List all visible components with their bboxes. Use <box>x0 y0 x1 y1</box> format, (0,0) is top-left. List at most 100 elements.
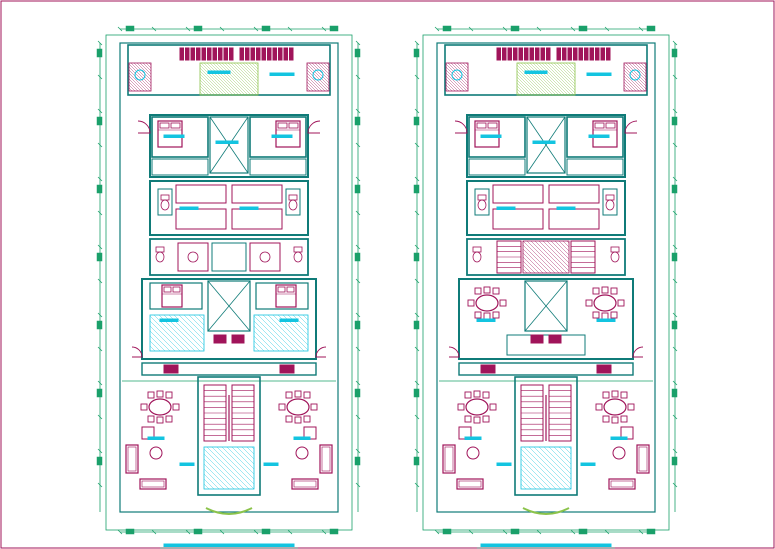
tile-hatch <box>199 70 225 96</box>
coffee-table <box>149 446 163 460</box>
dim-value <box>354 116 361 126</box>
planter-bar <box>606 47 611 61</box>
tile-hatch <box>326 62 330 66</box>
dim-tick <box>604 529 610 535</box>
tile-hatch <box>623 75 640 92</box>
dim-value <box>578 528 588 535</box>
tile-hatch <box>242 62 259 79</box>
dining-chair <box>620 391 628 399</box>
planter-bar <box>223 47 228 61</box>
tile-hatch <box>553 62 576 85</box>
dining-chair <box>147 415 155 423</box>
pillow <box>277 122 288 129</box>
dim-value <box>413 320 420 330</box>
tile-area <box>520 446 572 490</box>
dim-value <box>354 388 361 398</box>
tile-hatch <box>209 62 243 96</box>
tile-hatch <box>133 62 152 81</box>
tile-hatch <box>203 458 235 490</box>
dim-value <box>671 184 678 194</box>
tile-hatch <box>445 84 453 92</box>
dim-value <box>96 388 103 398</box>
door-swing <box>131 346 143 358</box>
tile-hatch <box>149 335 166 352</box>
tile-hatch <box>566 240 570 244</box>
toilet-bowl <box>160 199 170 211</box>
sofa <box>608 478 636 490</box>
tile-hatch <box>526 240 560 274</box>
property-boundary <box>436 42 656 513</box>
bedroom-block <box>466 114 626 178</box>
dining-chair <box>592 287 600 295</box>
tile-hatch <box>530 240 564 274</box>
tile-hatch <box>199 64 231 96</box>
tile-hatch <box>623 84 631 92</box>
tile-hatch <box>221 446 255 480</box>
dim-tick <box>287 529 293 535</box>
tile-hatch <box>262 314 300 352</box>
planter-bar <box>250 47 255 61</box>
toilet-bowl <box>288 199 298 211</box>
dim-tick <box>97 244 103 250</box>
tile-hatch <box>623 66 647 90</box>
planter-bar <box>595 47 600 61</box>
tile-area <box>253 314 309 352</box>
tile-hatch <box>203 448 245 490</box>
tile-hatch <box>523 446 567 490</box>
toilet-bowl <box>477 199 487 211</box>
tile-hatch <box>136 62 152 78</box>
dim-value <box>193 25 203 32</box>
tile-hatch <box>128 75 145 92</box>
dim-tick <box>672 244 678 250</box>
tile-hatch <box>198 314 205 321</box>
tile-hatch <box>623 72 643 92</box>
tile-hatch <box>445 63 469 87</box>
room-label <box>596 318 616 322</box>
tile-hatch <box>526 62 560 96</box>
wc-left <box>157 188 173 216</box>
tile-hatch <box>183 314 205 336</box>
dining-chair <box>457 403 465 411</box>
dim-value <box>125 528 135 535</box>
dim-tick <box>672 278 678 284</box>
tile-hatch <box>456 62 469 75</box>
tile-hatch <box>520 448 562 490</box>
tile-hatch <box>248 62 259 73</box>
living-block <box>458 278 634 360</box>
toilet-tank <box>610 246 620 253</box>
room-label <box>269 72 295 76</box>
kitchen-counter <box>177 242 209 272</box>
bed <box>275 120 301 148</box>
tile-hatch <box>306 69 329 92</box>
tile-hatch <box>206 446 250 490</box>
planter-bar <box>179 47 184 61</box>
tile-hatch <box>236 62 259 85</box>
plan-caption <box>480 543 612 547</box>
tile-hatch <box>145 62 152 69</box>
pillow <box>487 122 498 129</box>
planter-bar <box>212 47 217 61</box>
tile-hatch <box>128 78 142 92</box>
planter-bar <box>529 47 534 61</box>
tile-hatch <box>643 62 647 66</box>
dim-tick <box>414 74 420 80</box>
shaft-cross <box>526 116 566 174</box>
planter-bar <box>535 47 540 61</box>
dining-chair <box>499 299 507 307</box>
closet <box>249 158 307 176</box>
pillow <box>476 122 487 129</box>
tile-hatch <box>236 446 255 465</box>
dining-chair <box>611 416 619 424</box>
tile-hatch <box>253 340 265 352</box>
sofa <box>125 444 139 474</box>
bedroom-block <box>149 114 309 178</box>
planter-bar <box>589 47 594 61</box>
tile-hatch <box>542 240 570 268</box>
planter-bar <box>256 47 261 61</box>
tile-hatch <box>520 463 547 490</box>
dim-value <box>329 25 339 32</box>
tile-hatch <box>251 446 255 450</box>
planter-bar <box>502 47 507 61</box>
fountain <box>629 69 641 81</box>
bathtub-left <box>175 208 227 230</box>
